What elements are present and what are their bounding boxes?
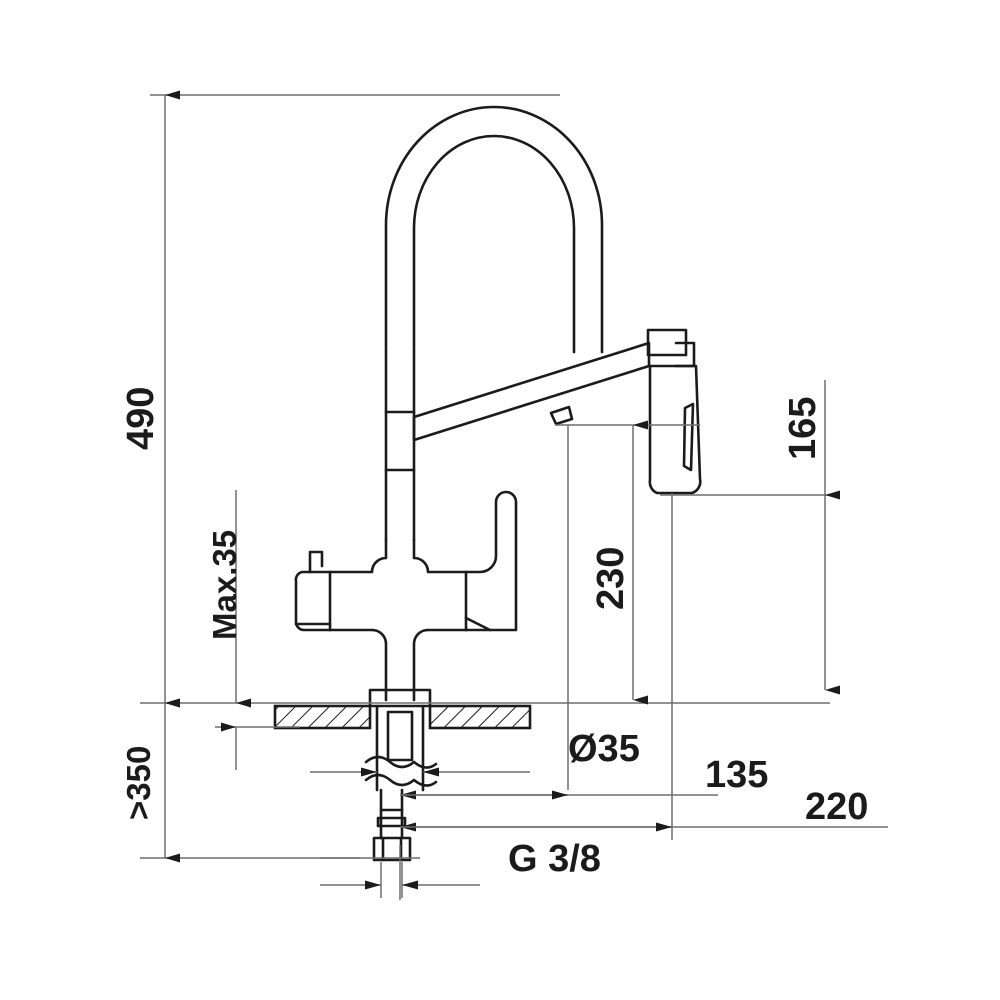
dim-label-mounting-hole-diameter: Ø35 <box>568 728 640 770</box>
spray-head-button <box>682 402 695 472</box>
right-handle-body <box>464 490 518 632</box>
countertop-left <box>273 704 372 730</box>
right-handle-bevel <box>464 616 492 632</box>
dim-label-supply-thread: G 3/8 <box>508 838 601 880</box>
dim-label-spray-head-height: 230 <box>590 546 632 610</box>
supply-nut <box>372 836 412 862</box>
dim-label-overall-height: 490 <box>120 386 162 450</box>
spring-neck-inner-arc <box>412 134 576 354</box>
shank-inner-sleeve <box>386 710 414 762</box>
body-lower-right-shoulder <box>412 628 430 702</box>
dim-label-total-reach: 220 <box>805 786 869 828</box>
dim-label-clearance-below: >350 <box>120 745 157 820</box>
dim-label-countertop-thickness: Max.35 <box>206 529 243 640</box>
spout-tab <box>549 405 574 426</box>
faucet-body-outline <box>294 105 702 862</box>
spray-head-collar <box>646 328 688 357</box>
body-upper-left-shoulder <box>328 538 388 574</box>
spray-head-barrel <box>648 364 702 495</box>
body-lower-left-shoulder <box>370 628 388 702</box>
body-upper-right-shoulder <box>412 538 468 574</box>
left-handle-top <box>308 550 332 574</box>
countertop-right <box>428 704 532 730</box>
left-handle-body <box>294 570 332 632</box>
break-symbol-lower <box>364 773 438 787</box>
spring-neck-outer-arc <box>384 105 604 354</box>
countertop-section <box>273 704 532 730</box>
dim-label-spout-projection: 135 <box>705 754 769 796</box>
dimension-lines <box>140 90 888 900</box>
dim-label-spout-clearance: 165 <box>782 396 824 460</box>
